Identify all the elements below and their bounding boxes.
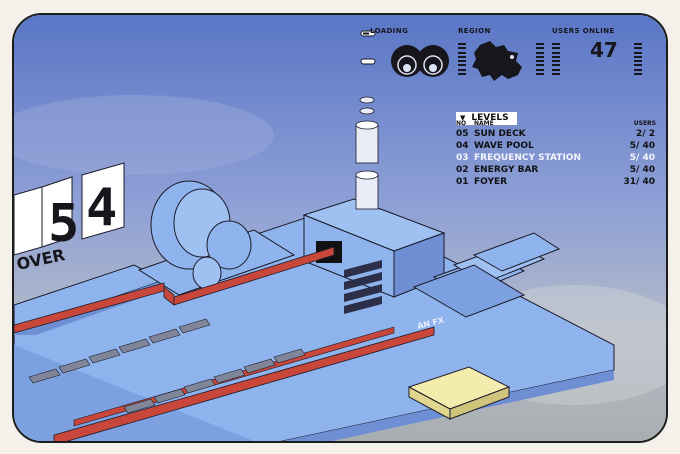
bench-rows [28, 318, 306, 414]
col-users-header: USERS [633, 120, 656, 127]
level-row[interactable]: 01 FOYER 31/ 40 [456, 177, 655, 188]
loading-icon [391, 45, 449, 77]
users-level-bars [552, 43, 560, 77]
big-number-b: 4 [86, 178, 117, 238]
floating-cylinders [355, 96, 379, 210]
level-name: ENERGY BAR [474, 165, 539, 175]
stairs [412, 232, 561, 318]
users-online-count: 47 [590, 38, 618, 62]
cylinder-structure [137, 180, 296, 296]
triangle-down-icon: ▼ [460, 114, 466, 122]
loading-label: LOADING [370, 27, 409, 35]
users-online-label: USERS ONLINE [552, 27, 615, 35]
col-no-header: NO [456, 120, 467, 127]
game-viewport: 5 4 OVER [12, 13, 668, 443]
level-row[interactable]: 04 WAVE POOL 5/ 40 [456, 141, 655, 152]
region-level-bars-right [536, 43, 544, 77]
level-row[interactable]: 05 SUN DECK 2/ 2 [456, 129, 655, 140]
users-level-bars-right [634, 43, 642, 77]
level-row-selected[interactable]: 03 FREQUENCY STATION 5/ 40 [456, 153, 655, 164]
region-level-bars [458, 43, 466, 77]
level-name: WAVE POOL [474, 141, 534, 151]
level-users: 2/ 2 [636, 129, 655, 139]
level-users: 5/ 40 [629, 141, 655, 151]
level-row[interactable]: 02 ENERGY BAR 5/ 40 [456, 165, 655, 176]
region-map-icon [472, 41, 522, 81]
level-no: 03 [456, 153, 469, 163]
speaker-stack [344, 260, 382, 314]
level-users: 5/ 40 [629, 165, 655, 175]
number-sign: 5 4 OVER [14, 162, 125, 274]
isometric-scene: 5 4 OVER [14, 15, 666, 441]
level-users: 31/ 40 [623, 177, 655, 187]
level-no: 02 [456, 165, 469, 175]
region-label: REGION [458, 27, 491, 35]
level-no: 04 [456, 141, 469, 151]
levels-title[interactable]: ▼ LEVELS [456, 111, 517, 125]
level-users: 5/ 40 [629, 153, 655, 163]
big-number-a: 5 [48, 194, 79, 254]
col-name-header: NAME [474, 120, 494, 127]
levels-title-text: LEVELS [471, 113, 509, 123]
yellow-pad [407, 366, 511, 420]
level-name: SUN DECK [474, 129, 526, 139]
level-no: 01 [456, 177, 469, 187]
level-name: FREQUENCY STATION [474, 153, 581, 163]
loading-indicator [360, 30, 376, 65]
level-name: FOYER [474, 177, 508, 187]
levels-panel: ▼ LEVELS NO NAME USERS 05 SUN DECK 2/ 2 … [456, 105, 656, 187]
level-no: 05 [456, 129, 469, 139]
